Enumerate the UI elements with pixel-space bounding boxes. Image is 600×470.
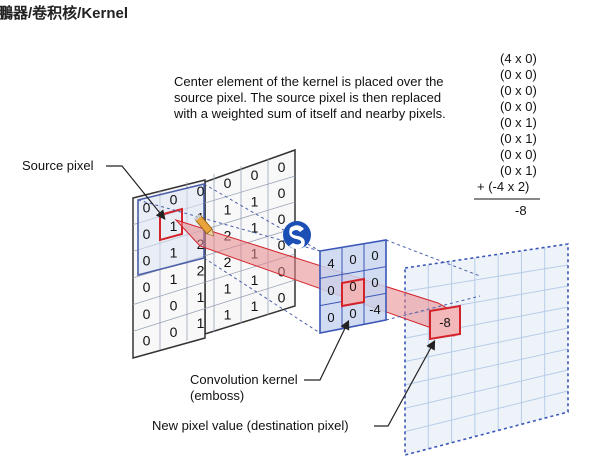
- source-cell-value: 0: [251, 167, 259, 183]
- kernel-cell-value: 0: [371, 275, 378, 290]
- kernel-cell-value: 0: [371, 248, 378, 263]
- source-cell-value: 0: [143, 306, 151, 322]
- grid-line: [319, 266, 387, 279]
- kernel-label-line-1: Convolution kernel: [190, 372, 298, 387]
- source-cell-value: 1: [251, 193, 259, 209]
- destination-pixel-value: -8: [439, 315, 451, 330]
- grid-line: [132, 279, 296, 332]
- grid-line: [404, 369, 569, 409]
- calc-term: (0 x 1): [500, 131, 537, 146]
- source-cell-value: 1: [197, 289, 205, 305]
- source-cell-value: 0: [170, 324, 178, 340]
- calc-term: (0 x 1): [500, 163, 537, 178]
- source-cell-value: 0: [278, 289, 286, 305]
- source-cell-value: 1: [170, 218, 178, 234]
- source-cell-value: 1: [224, 307, 232, 323]
- source-cell-value: 1: [197, 315, 205, 331]
- source-cell-value: 1: [224, 201, 232, 217]
- kernel-center-highlight: [341, 277, 365, 308]
- destination-image: [404, 243, 569, 457]
- kernel-cell-value: 0: [349, 279, 356, 294]
- source-cell-value: 0: [224, 175, 232, 191]
- source-cell-value: 1: [251, 219, 259, 235]
- caption-line-3: with a weighted sum of itself and nearby…: [173, 106, 446, 121]
- grid-line: [404, 390, 569, 433]
- source-cell-value: 0: [197, 183, 205, 199]
- source-cell-value: 0: [278, 185, 286, 201]
- source-cell-value: 0: [143, 199, 151, 215]
- source-cell-value: 0: [278, 211, 286, 227]
- destination-pixel: -8: [429, 304, 461, 341]
- grid-line: [404, 264, 569, 292]
- caption: Center element of the kernel is placed o…: [173, 74, 446, 121]
- kernel-cell-value: 0: [327, 310, 334, 325]
- pencil-icon: [194, 213, 214, 237]
- caption-line-1: Center element of the kernel is placed o…: [174, 74, 444, 89]
- source-pixel-label: Source pixel: [22, 158, 94, 173]
- label-source-pixel: Source pixel: [22, 158, 166, 220]
- kernel-cell-value: 4: [327, 256, 334, 271]
- kernel-cell-value: 0: [349, 306, 356, 321]
- label-kernel: Convolution kernel (emboss): [190, 319, 350, 403]
- source-pixel-highlight: [159, 207, 183, 242]
- source-cell-value: 0: [170, 191, 178, 207]
- source-cell-value: 0: [143, 332, 151, 348]
- page-heading: 鵬器/卷积核/Kernel: [0, 5, 129, 22]
- source-cell-value: 2: [224, 254, 232, 270]
- source-cell-value: 2: [224, 228, 232, 244]
- calc-term-last: + (-4 x 2): [477, 179, 529, 194]
- calc-term: (4 x 0): [500, 51, 537, 66]
- source-cell-value: 0: [278, 237, 286, 253]
- grid-line: [404, 348, 569, 386]
- source-cell-value: 1: [170, 244, 178, 260]
- kernel-cell-value: 0: [349, 252, 356, 267]
- caption-line-2: source pixel. The source pixel is then r…: [174, 90, 441, 105]
- source-cell-value: 0: [143, 226, 151, 242]
- calc-term: (0 x 0): [500, 83, 537, 98]
- source-cell-value: 0: [170, 297, 178, 313]
- grid-line: [404, 327, 569, 362]
- source-cell-value: 1: [170, 271, 178, 287]
- calc-term: (0 x 0): [500, 147, 537, 162]
- label-destination: New pixel value (destination pixel): [152, 339, 436, 433]
- source-cell-value: 1: [224, 280, 232, 296]
- source-cell-value: 1: [251, 272, 259, 288]
- calculation-column: (4 x 0) (0 x 0) (0 x 0) (0 x 0) (0 x 1) …: [474, 51, 540, 218]
- source-cell-value: 2: [197, 262, 205, 278]
- source-cell-value: 0: [143, 279, 151, 295]
- watermark-logo-icon: [283, 221, 311, 249]
- calc-term: (0 x 0): [500, 67, 537, 82]
- calc-term: (0 x 0): [500, 99, 537, 114]
- destination-label: New pixel value (destination pixel): [152, 418, 349, 433]
- kernel-cell-value: -4: [369, 302, 381, 317]
- kernel-cell-value: 0: [327, 283, 334, 298]
- kernel-label-line-2: (emboss): [190, 388, 244, 403]
- calc-term: (0 x 1): [500, 115, 537, 130]
- source-cell-value: 1: [251, 298, 259, 314]
- source-cell-value: 0: [278, 159, 286, 175]
- calc-result: -8: [515, 203, 527, 218]
- source-cell-value: 0: [143, 253, 151, 269]
